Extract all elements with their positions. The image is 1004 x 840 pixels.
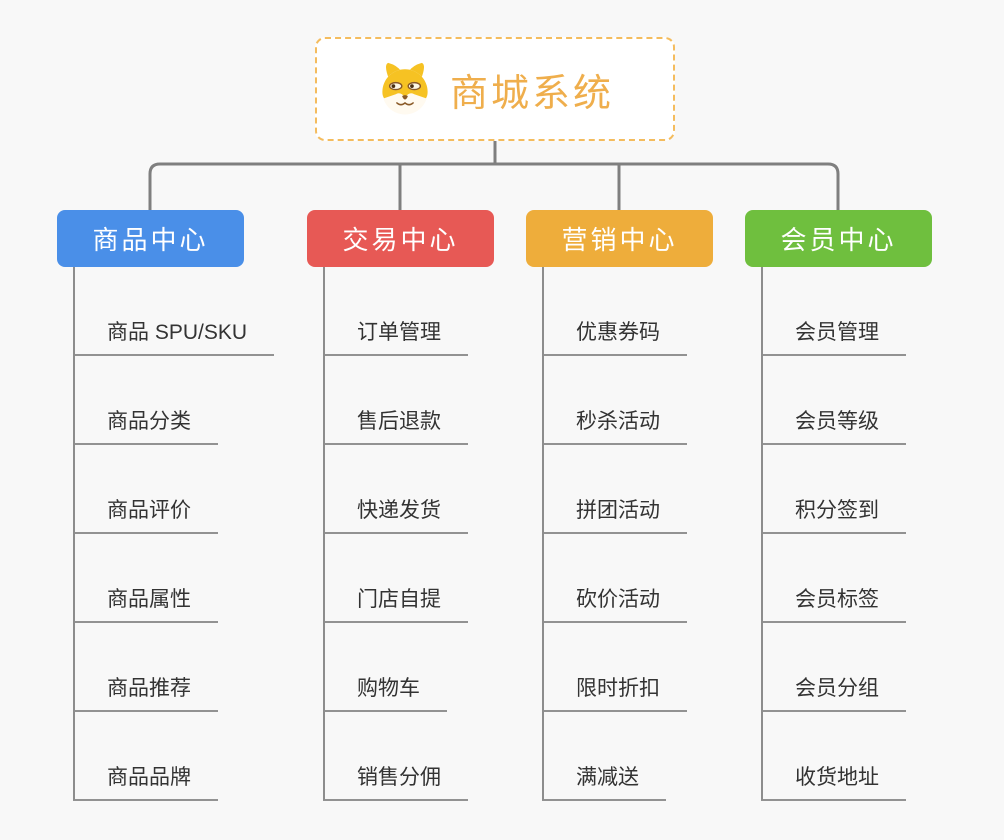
child-node[interactable]: 商品分类 [73, 405, 218, 445]
shiba-dog-icon [382, 62, 428, 115]
child-row: 砍价活动 [526, 534, 771, 623]
child-node[interactable]: 订单管理 [323, 316, 468, 356]
branch-node[interactable]: 会员中心 [745, 210, 932, 267]
child-node[interactable]: 售后退款 [323, 405, 468, 445]
child-node[interactable]: 快递发货 [323, 494, 468, 534]
child-node[interactable]: 商品 SPU/SKU [73, 316, 275, 356]
child-node[interactable]: 拼团活动 [542, 494, 687, 534]
child-row: 拼团活动 [526, 445, 771, 534]
branch-label: 商品中心 [92, 225, 209, 255]
branch-children: 优惠券码 秒杀活动 拼团活动 砍价活动 限时折扣 满减送 [526, 267, 771, 809]
connector-trunk-line [73, 267, 75, 800]
branch-column-4: 会员中心 会员管理 会员等级 积分签到 会员标签 会员分组 收货地址 [745, 210, 990, 809]
child-node[interactable]: 秒杀活动 [542, 405, 687, 445]
child-row: 商品分类 [57, 356, 302, 445]
child-node[interactable]: 会员分组 [761, 672, 906, 712]
child-node[interactable]: 会员管理 [761, 316, 906, 356]
child-node[interactable]: 会员标签 [761, 583, 906, 623]
child-node[interactable]: 满减送 [542, 761, 666, 801]
connector-trunk-line [761, 267, 763, 800]
child-row: 商品属性 [57, 534, 302, 623]
child-node[interactable]: 门店自提 [323, 583, 468, 623]
child-row: 会员分组 [745, 623, 990, 712]
branch-column-3: 营销中心 优惠券码 秒杀活动 拼团活动 砍价活动 限时折扣 满减送 [526, 210, 771, 809]
child-node[interactable]: 商品推荐 [73, 672, 218, 712]
child-row: 收货地址 [745, 712, 990, 801]
branch-node[interactable]: 营销中心 [526, 210, 713, 267]
branch-children: 会员管理 会员等级 积分签到 会员标签 会员分组 收货地址 [745, 267, 990, 809]
child-row: 售后退款 [307, 356, 552, 445]
child-row: 销售分佣 [307, 712, 552, 801]
child-node[interactable]: 积分签到 [761, 494, 906, 534]
branch-column-2: 交易中心 订单管理 售后退款 快递发货 门店自提 购物车 销售分佣 [307, 210, 552, 809]
branch-node[interactable]: 商品中心 [57, 210, 244, 267]
child-node[interactable]: 商品评价 [73, 494, 218, 534]
child-row: 订单管理 [307, 267, 552, 356]
connector-trunk-line [542, 267, 544, 800]
branch-column-1: 商品中心 商品 SPU/SKU 商品分类 商品评价 商品属性 商品推荐 商品品牌 [57, 210, 302, 809]
child-row: 门店自提 [307, 534, 552, 623]
child-row: 商品 SPU/SKU [57, 267, 302, 356]
child-row: 秒杀活动 [526, 356, 771, 445]
child-row: 满减送 [526, 712, 771, 801]
connector-trunk-line [323, 267, 325, 800]
child-node[interactable]: 收货地址 [761, 761, 906, 801]
child-row: 限时折扣 [526, 623, 771, 712]
child-row: 会员等级 [745, 356, 990, 445]
child-row: 会员标签 [745, 534, 990, 623]
root-title: 商城系统 [449, 72, 614, 115]
child-node[interactable]: 优惠券码 [542, 316, 687, 356]
child-row: 商品品牌 [57, 712, 302, 801]
child-node[interactable]: 商品品牌 [73, 761, 218, 801]
child-row: 购物车 [307, 623, 552, 712]
root-node[interactable]: 商城系统 [315, 37, 675, 141]
child-row: 商品评价 [57, 445, 302, 534]
child-node[interactable]: 会员等级 [761, 405, 906, 445]
child-row: 商品推荐 [57, 623, 302, 712]
branch-label: 会员中心 [780, 225, 897, 255]
child-row: 会员管理 [745, 267, 990, 356]
child-node[interactable]: 销售分佣 [323, 761, 468, 801]
child-row: 积分签到 [745, 445, 990, 534]
child-node[interactable]: 商品属性 [73, 583, 218, 623]
child-row: 快递发货 [307, 445, 552, 534]
child-node[interactable]: 购物车 [323, 672, 447, 712]
child-row: 优惠券码 [526, 267, 771, 356]
child-node[interactable]: 砍价活动 [542, 583, 687, 623]
branch-children: 订单管理 售后退款 快递发货 门店自提 购物车 销售分佣 [307, 267, 552, 809]
child-node[interactable]: 限时折扣 [542, 672, 687, 712]
branch-children: 商品 SPU/SKU 商品分类 商品评价 商品属性 商品推荐 商品品牌 [57, 267, 302, 809]
branch-node[interactable]: 交易中心 [307, 210, 494, 267]
branch-label: 交易中心 [342, 225, 459, 255]
branch-label: 营销中心 [561, 225, 678, 255]
